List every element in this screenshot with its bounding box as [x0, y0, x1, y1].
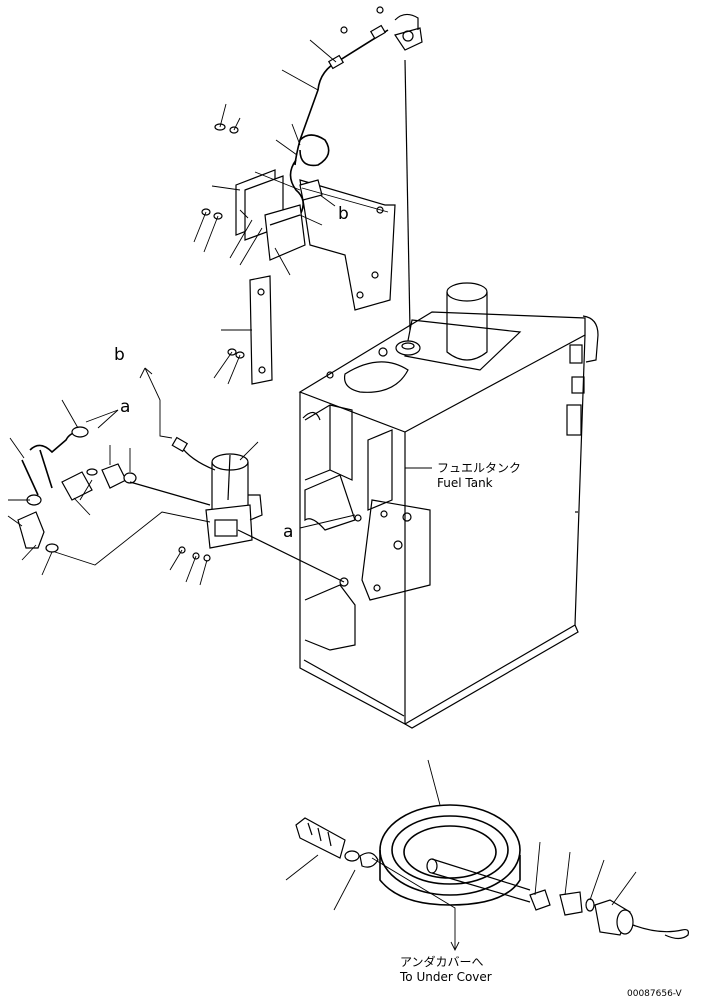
- ref-b-left: b: [114, 345, 125, 365]
- fuel-tank-label-en: Fuel Tank: [437, 476, 493, 490]
- drawing-code: 00087656-V: [627, 989, 683, 999]
- under-cover-label-jp: アンダカバーへ: [400, 954, 484, 969]
- hose-leaders: [285, 759, 637, 952]
- upper-leaders: [193, 39, 389, 385]
- feed-pump-assembly: [17, 367, 345, 583]
- pump-leaders: [7, 399, 356, 586]
- fuel-tank: [298, 282, 599, 729]
- fuel-tank-label-jp: フュエルタンク: [437, 461, 521, 475]
- ref-a-mid: a: [283, 522, 293, 542]
- upper-harness-assembly: [201, 6, 423, 385]
- hose-kit: [295, 804, 689, 940]
- ref-b-top: b: [338, 204, 349, 224]
- ref-a-left: a: [120, 397, 130, 417]
- under-cover-label-en: To Under Cover: [399, 970, 492, 984]
